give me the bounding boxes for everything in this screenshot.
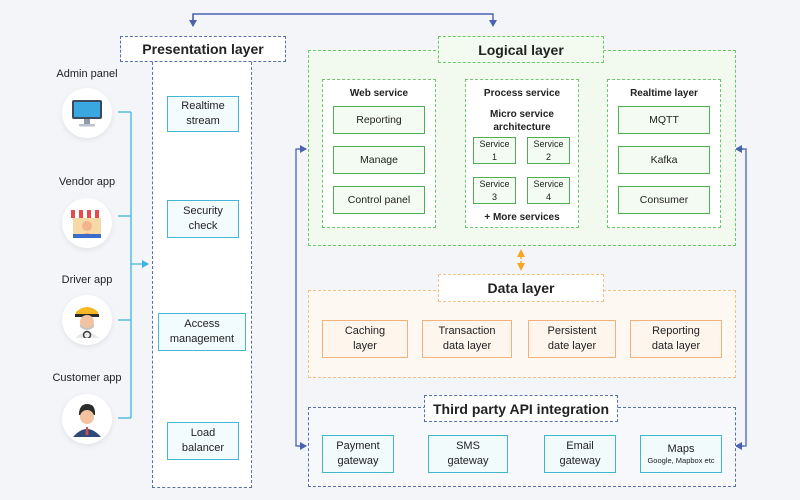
service-4-line2: 4 xyxy=(545,191,551,202)
service-2-line2: 2 xyxy=(545,151,551,162)
manage-box[interactable]: Manage xyxy=(333,146,425,174)
app-label-admin: Admin panel xyxy=(56,68,118,80)
sms-line1: SMS xyxy=(456,440,480,453)
maps-box[interactable]: Maps Google, Mapbox etc xyxy=(640,435,722,473)
presentation-layer-title: Presentation layer xyxy=(120,36,286,62)
security-check-box[interactable]: Security check xyxy=(167,200,239,238)
service-1-line2: 1 xyxy=(491,151,497,162)
logical-layer-title: Logical layer xyxy=(438,36,604,63)
email-line2: gateway xyxy=(559,455,601,467)
transaction-line1: Transaction xyxy=(438,325,496,338)
micro-service-subtitle: Micro service architecture xyxy=(465,108,579,134)
micro-service-line2: architecture xyxy=(493,122,551,133)
load-balancer-line2: balancer xyxy=(181,442,225,454)
driver-icon[interactable] xyxy=(62,295,112,345)
persistent-data-layer-box[interactable]: Persistent date layer xyxy=(528,320,616,358)
service-4-line1: Service xyxy=(533,179,564,190)
micro-service-line1: Micro service xyxy=(490,109,554,120)
consumer-box[interactable]: Consumer xyxy=(618,186,710,214)
realtime-layer-title: Realtime layer xyxy=(630,88,698,99)
transaction-data-layer-box[interactable]: Transaction data layer xyxy=(422,320,512,358)
realtime-stream-line1: Realtime xyxy=(181,100,225,113)
reporting-data-line1: Reporting xyxy=(652,325,700,338)
service-3-line1: Service xyxy=(479,179,510,190)
payment-line1: Payment xyxy=(336,440,380,453)
data-layer-title: Data layer xyxy=(438,274,604,302)
third-party-title: Third party API integration xyxy=(424,395,618,422)
load-balancer-box[interactable]: Load balancer xyxy=(167,422,239,460)
persistent-line1: Persistent xyxy=(547,325,597,338)
access-management-box[interactable]: Access management xyxy=(158,313,246,351)
control-panel-box[interactable]: Control panel xyxy=(333,186,425,214)
sms-gateway-box[interactable]: SMS gateway xyxy=(428,435,508,473)
caching-line1: Caching xyxy=(344,325,386,338)
sms-line2: gateway xyxy=(447,455,489,467)
security-check-line1: Security xyxy=(183,205,223,218)
kafka-box[interactable]: Kafka xyxy=(618,146,710,174)
monitor-icon[interactable] xyxy=(62,88,112,138)
reporting-box[interactable]: Reporting xyxy=(333,106,425,134)
realtime-stream-box[interactable]: Realtime stream xyxy=(167,96,239,132)
reporting-data-line2: data layer xyxy=(651,340,701,352)
maps-note: Google, Mapbox etc xyxy=(647,456,715,466)
service-2-line1: Service xyxy=(533,139,564,150)
payment-gateway-box[interactable]: Payment gateway xyxy=(322,435,394,473)
load-balancer-line1: Load xyxy=(190,427,216,440)
left-loop-connector xyxy=(295,148,305,447)
customer-icon[interactable] xyxy=(62,394,112,444)
transaction-line2: data layer xyxy=(442,340,492,352)
caching-line2: layer xyxy=(353,340,377,352)
app-label-vendor: Vendor app xyxy=(58,176,116,188)
service-1-line1: Service xyxy=(479,139,510,150)
process-service-title: Process service xyxy=(483,88,561,99)
email-gateway-box[interactable]: Email gateway xyxy=(544,435,616,473)
apps-bus-connector xyxy=(118,111,149,419)
caching-layer-box[interactable]: Caching layer xyxy=(322,320,408,358)
realtime-stream-line2: stream xyxy=(186,115,220,127)
mqtt-box[interactable]: MQTT xyxy=(618,106,710,134)
email-line1: Email xyxy=(566,440,594,453)
app-label-customer: Customer app xyxy=(52,372,122,384)
right-loop-connector xyxy=(739,148,747,447)
persistent-line2: date layer xyxy=(547,340,597,352)
service-3-line2: 3 xyxy=(491,191,497,202)
app-label-driver: Driver app xyxy=(61,274,113,286)
top-bracket-connector xyxy=(192,13,497,27)
access-management-line1: Access xyxy=(184,318,220,331)
access-management-line2: management xyxy=(169,333,235,345)
reporting-data-layer-box[interactable]: Reporting data layer xyxy=(630,320,722,358)
payment-line2: gateway xyxy=(337,455,379,467)
security-check-line2: check xyxy=(188,220,218,232)
more-services-label: + More services xyxy=(484,212,560,223)
maps-line1: Maps xyxy=(667,442,695,455)
web-service-title: Web service xyxy=(349,88,409,99)
vendor-store-icon[interactable] xyxy=(62,198,112,248)
